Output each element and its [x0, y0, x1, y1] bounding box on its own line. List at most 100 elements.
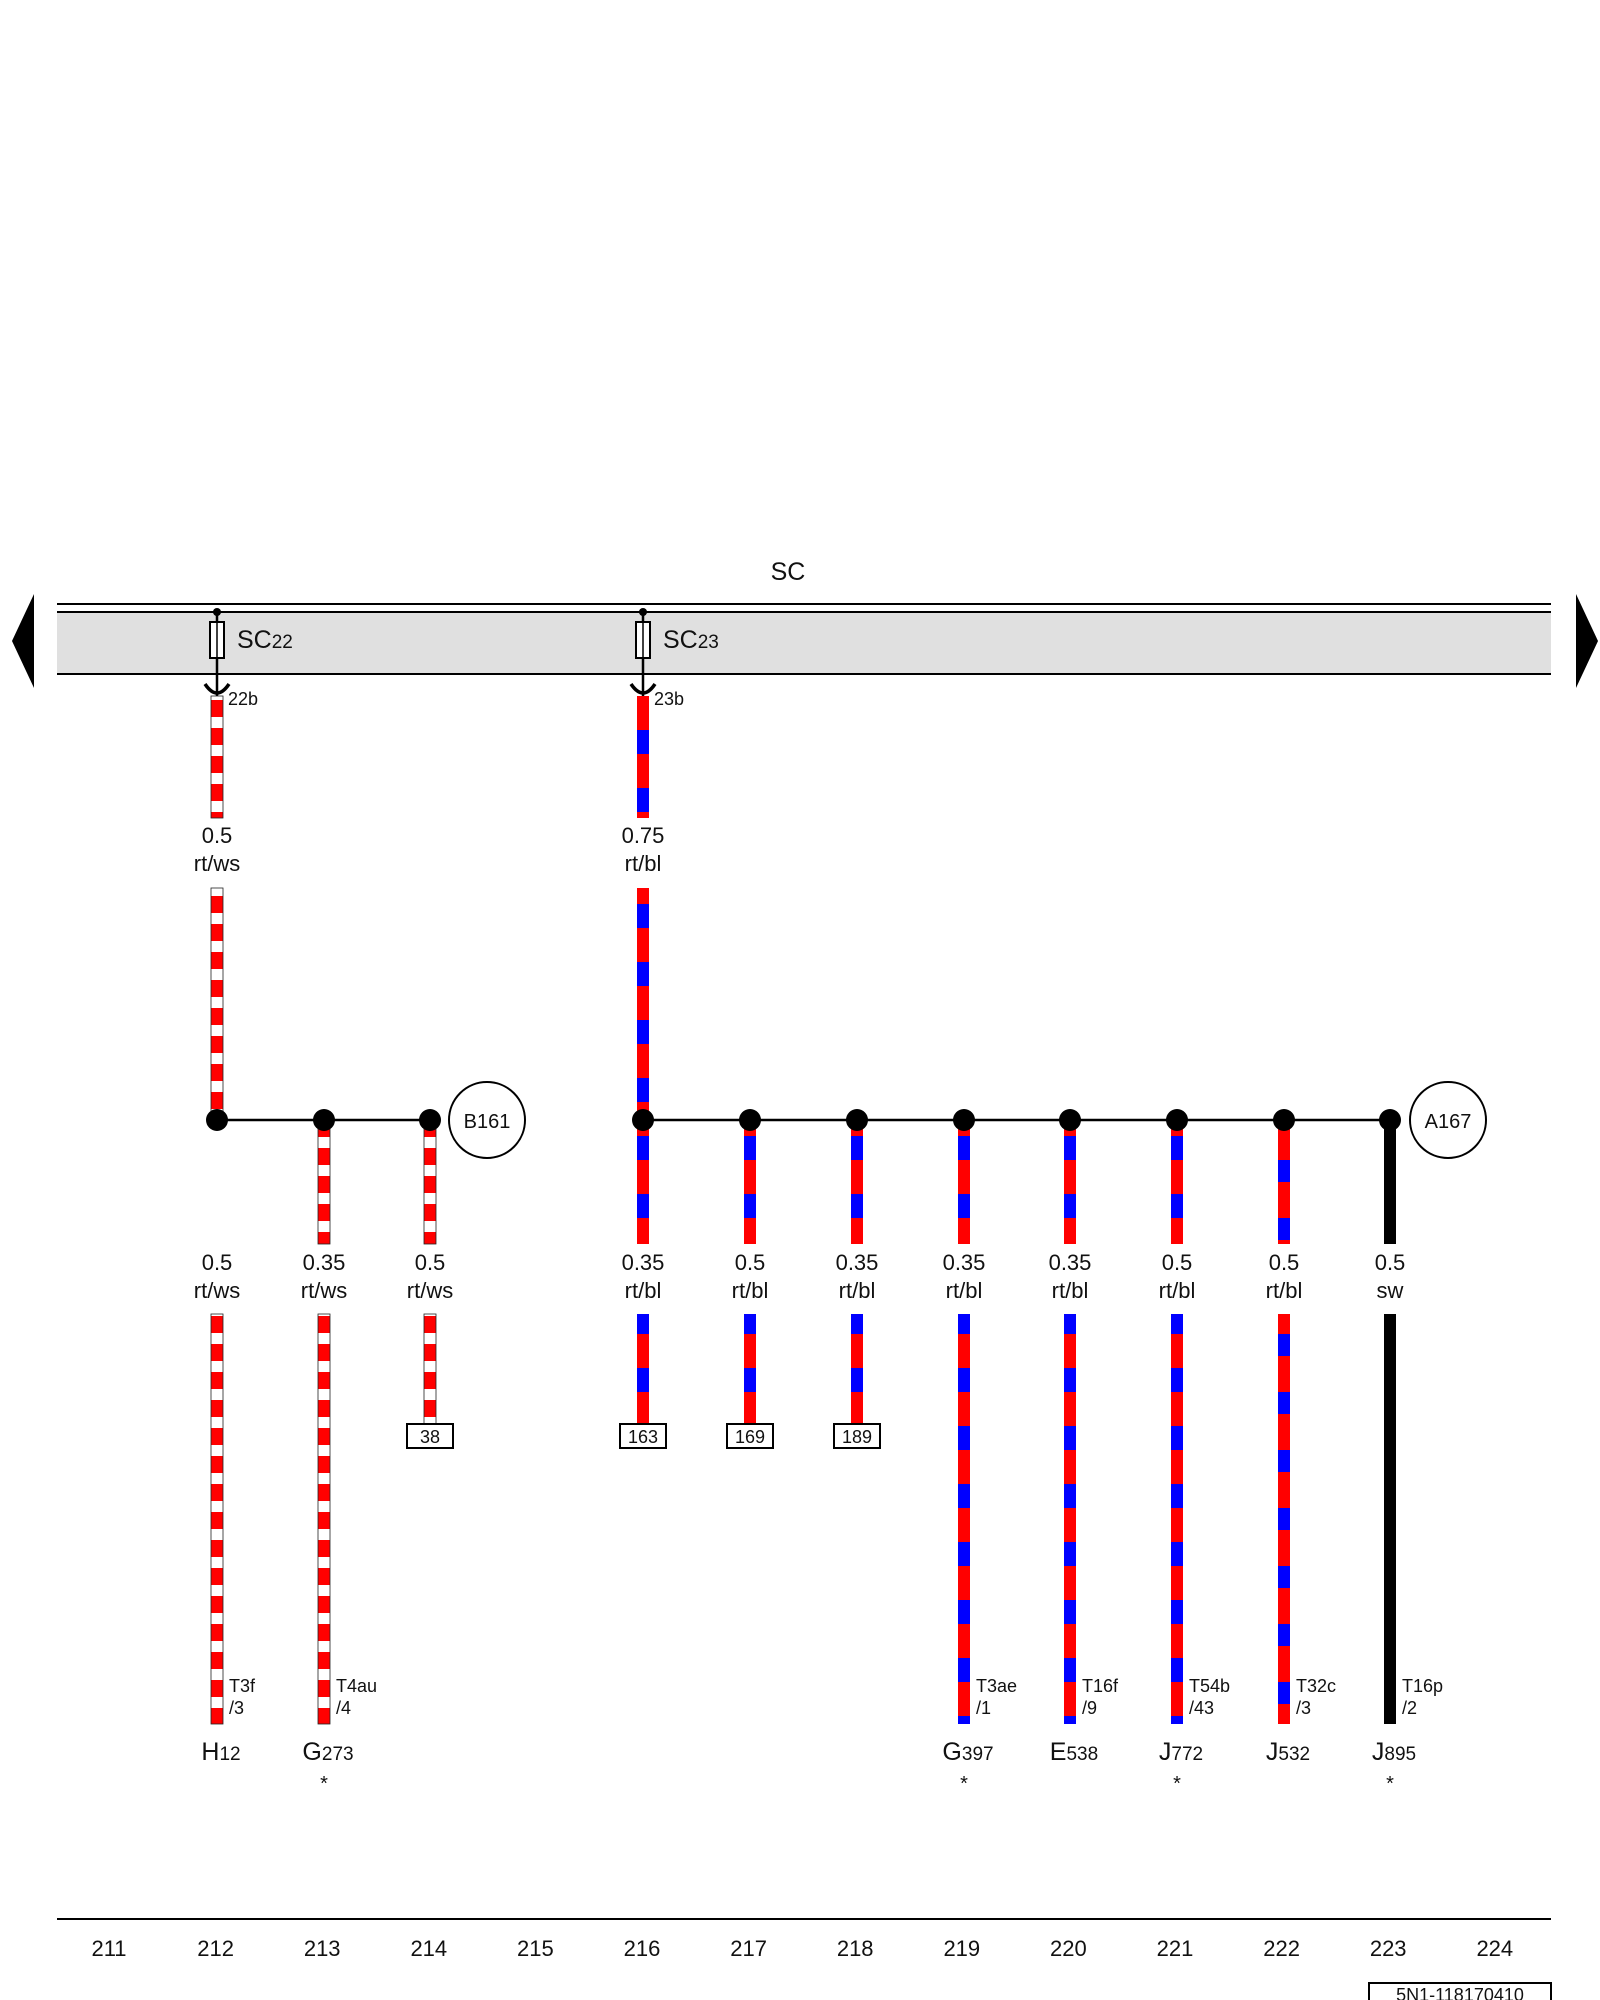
branch-upper-segment [1278, 1120, 1290, 1244]
trunk-wire-sc23[interactable]: 0.75 rt/bl [622, 696, 665, 1120]
component-note-star: * [1386, 1773, 1394, 1795]
branch-wire-color: rt/bl [625, 1278, 662, 1303]
grid-number: 220 [1050, 1936, 1087, 1961]
page-reference-number[interactable]: 163 [628, 1427, 658, 1447]
branch-lower-segment [851, 1314, 863, 1424]
grid-number: 214 [410, 1936, 447, 1961]
next-page-arrow-icon[interactable] [1576, 594, 1598, 688]
fuse-sc23[interactable]: SC23 23b [629, 608, 719, 709]
grid-number: 219 [943, 1936, 980, 1961]
ground-point-a167[interactable]: A167 [1409, 1081, 1487, 1159]
page-reference-box [406, 1423, 454, 1449]
component-label[interactable]: J772 [1159, 1738, 1203, 1766]
branch-wire-color: rt/bl [1266, 1278, 1303, 1303]
fuse-sc23-label: SC23 [663, 626, 719, 654]
branch-wire-4[interactable]: 0.35 rt/bl 163 [619, 1109, 667, 1449]
branch-wire-size: 0.5 [735, 1250, 766, 1275]
branch-lower-segment [1064, 1314, 1076, 1724]
trunk-sc23-size: 0.75 [622, 823, 665, 848]
page-reference-box [833, 1423, 881, 1449]
splice-node [313, 1109, 335, 1131]
branch-wire-color: rt/ws [194, 1278, 240, 1303]
branch-wire-size: 0.35 [943, 1250, 986, 1275]
branch-lower-segment [744, 1314, 756, 1424]
bus-label: SC [771, 558, 806, 586]
page-reference-number[interactable]: 189 [842, 1427, 872, 1447]
branch-upper-segment [958, 1120, 970, 1244]
connector-label: T3ae [976, 1676, 1017, 1696]
fuse-sc22-terminal-icon [203, 682, 231, 695]
page-reference-box [726, 1423, 774, 1449]
document-id: 5N1-118170410 [1396, 1985, 1524, 2000]
trunk-sc22-upper-segment [210, 695, 224, 819]
component-note-star: * [320, 1773, 328, 1795]
trunk-wire-sc22[interactable]: 0.5 rt/ws [194, 695, 240, 1121]
previous-page-arrow-icon[interactable] [12, 594, 34, 688]
page-reference-box [619, 1423, 667, 1449]
branch-wire-color: rt/bl [839, 1278, 876, 1303]
component-note-star: * [960, 1773, 968, 1795]
fuse-bus-fill [57, 612, 1551, 674]
component-label[interactable]: G397 [942, 1738, 993, 1766]
branch-wire-size: 0.5 [1375, 1250, 1406, 1275]
component-label[interactable]: J895 [1372, 1738, 1416, 1766]
branch-wire-size: 0.35 [1049, 1250, 1092, 1275]
branch-wire-size: 0.5 [202, 1250, 233, 1275]
ground-point-b161-circle [448, 1081, 526, 1159]
splice-node [419, 1109, 441, 1131]
connector-pin: /43 [1189, 1698, 1214, 1718]
page-reference-number[interactable]: 38 [420, 1427, 440, 1447]
fuse-bus [57, 603, 1551, 675]
fuse-sc22[interactable]: SC22 22b [203, 608, 293, 709]
trunk-sc22-size: 0.5 [202, 823, 233, 848]
branch-wire-size: 0.35 [622, 1250, 665, 1275]
grid-number: 216 [624, 1936, 661, 1961]
branch-lower-segment [423, 1313, 437, 1425]
ground-point-b161[interactable]: B161 [448, 1081, 526, 1159]
connector-pin: /1 [976, 1698, 991, 1718]
branch-wire-size: 0.5 [415, 1250, 446, 1275]
branch-upper-segment [851, 1120, 863, 1244]
ground-point-a167-circle [1409, 1081, 1487, 1159]
connector-pin: /3 [1296, 1698, 1311, 1718]
connector-pin: /3 [229, 1698, 244, 1718]
splice-node [1273, 1109, 1295, 1131]
component-label[interactable]: J532 [1266, 1738, 1310, 1766]
branch-lower-segment [1278, 1314, 1290, 1724]
fuse-sc23-pin: 23b [654, 689, 684, 709]
trunk-sc23-lower-segment [637, 888, 649, 1120]
splice-node [846, 1109, 868, 1131]
connector-pin: /9 [1082, 1698, 1097, 1718]
branch-upper-segment [1384, 1120, 1396, 1244]
connector-pin: /2 [1402, 1698, 1417, 1718]
connector-label: T16f [1082, 1676, 1119, 1696]
grid-number: 224 [1476, 1936, 1513, 1961]
component-note-star: * [1173, 1773, 1181, 1795]
connector-label: T32c [1296, 1676, 1336, 1696]
fuse-sc22-pin: 22b [228, 689, 258, 709]
splice-node [1059, 1109, 1081, 1131]
grid-number: 218 [837, 1936, 874, 1961]
component-label[interactable]: E538 [1050, 1738, 1098, 1766]
component-label[interactable]: G273 [302, 1738, 353, 1766]
component-label[interactable]: H12 [201, 1738, 240, 1766]
page-reference-number[interactable]: 169 [735, 1427, 765, 1447]
connector-label: T54b [1189, 1676, 1230, 1696]
document-id-box: 5N1-118170410 [1368, 1982, 1552, 2000]
document-id-frame [1368, 1982, 1552, 2000]
grid-number: 223 [1370, 1936, 1407, 1961]
branch-wire-color: rt/bl [946, 1278, 983, 1303]
branch-wire-color: rt/bl [1052, 1278, 1089, 1303]
trunk-sc23-color: rt/bl [625, 851, 662, 876]
